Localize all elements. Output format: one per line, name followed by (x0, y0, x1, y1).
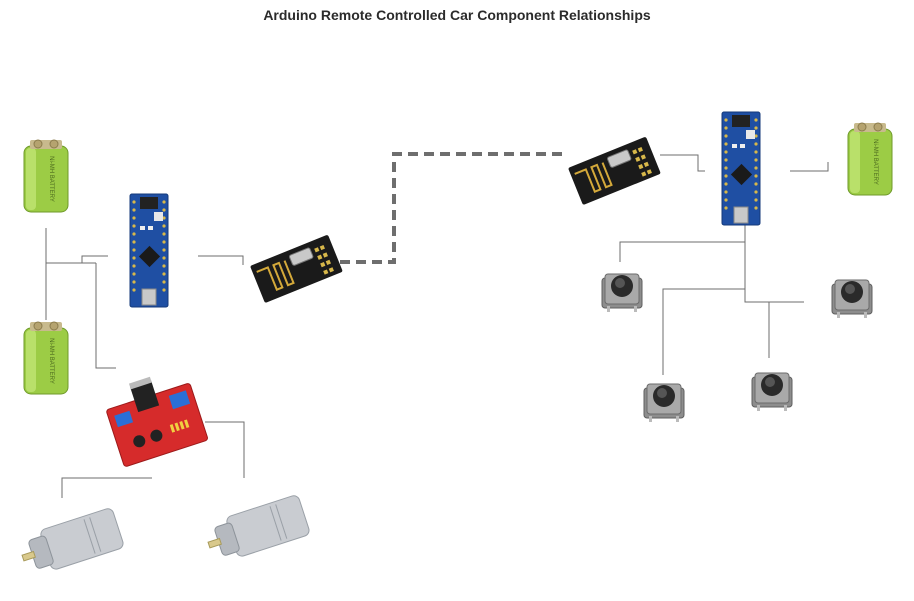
button-4 (751, 372, 793, 412)
battery-car-1 (23, 139, 69, 213)
battery-remote (847, 122, 893, 196)
connector-remote-arduino-to-buttons (619, 224, 804, 375)
button-1 (601, 273, 643, 313)
connector-driver-to-right-motor (205, 421, 245, 478)
connector-driver-to-left-motor (61, 477, 152, 498)
connector-battery-to-remote-arduino (790, 162, 829, 172)
connector-bus-to-motor-driver (95, 263, 116, 369)
wireless-link (340, 152, 565, 264)
connector-bus-to-car-arduino (81, 255, 108, 263)
arduino-nano-remote (721, 111, 761, 226)
connector-batteries-to-bus (45, 228, 96, 320)
connector-car-arduino-to-nrf (198, 255, 244, 265)
arduino-nano-car (129, 193, 169, 308)
connector-remote-nrf-to-arduino (660, 154, 705, 172)
motor-driver (99, 365, 209, 468)
nrf24-remote (567, 135, 662, 207)
nrf24-car (249, 233, 344, 305)
button-2 (831, 279, 873, 319)
battery-car-2 (23, 321, 69, 395)
motor-left (15, 506, 126, 579)
motor-right (201, 493, 312, 566)
button-3 (643, 383, 685, 423)
diagram-title: Arduino Remote Controlled Car Component … (263, 7, 651, 23)
